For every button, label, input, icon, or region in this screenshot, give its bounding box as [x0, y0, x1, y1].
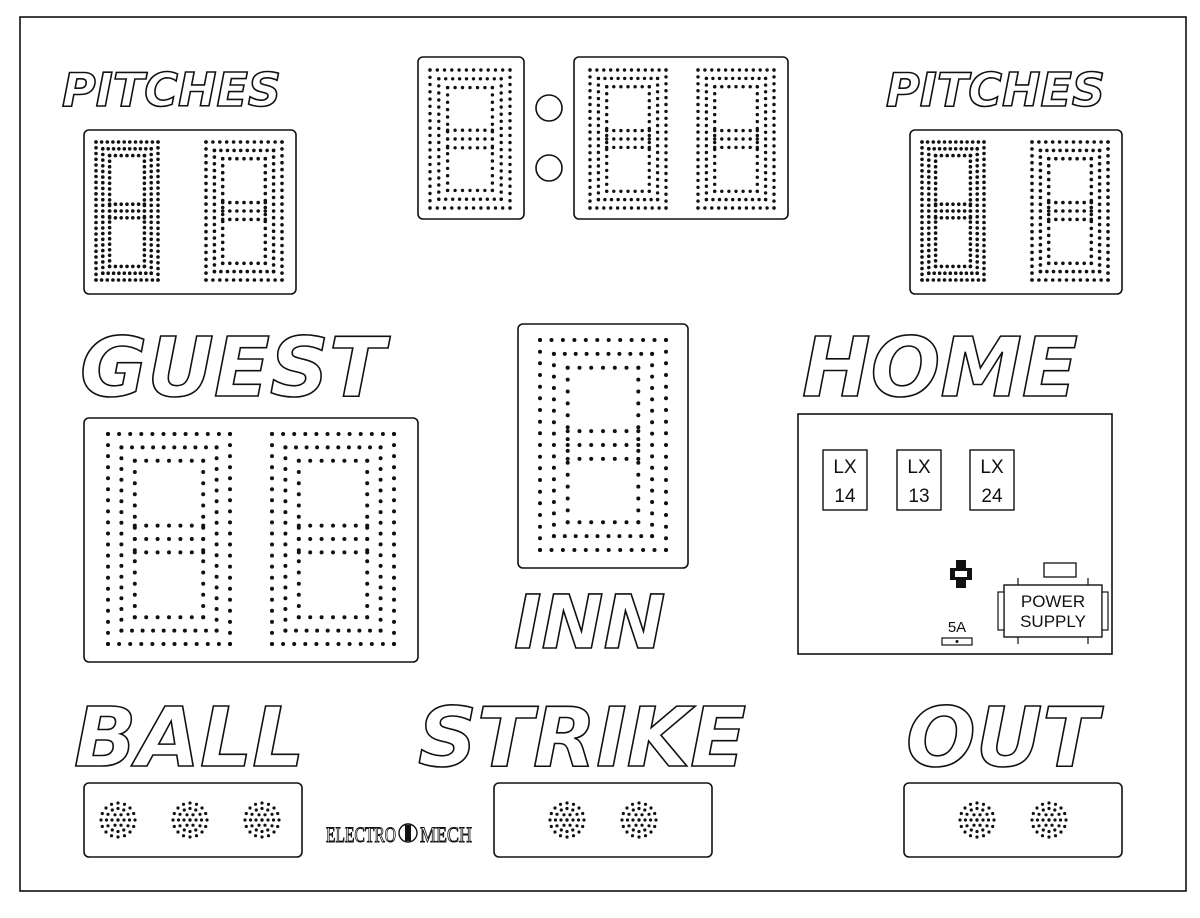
out-indicator-panel [903, 782, 1123, 858]
brand-left-text: ELECTRO [326, 822, 396, 847]
guest-score-digit-2 [270, 432, 396, 646]
pitches-right-label: PITCHES [886, 63, 1105, 117]
lx-module-13-line1: LX [907, 457, 931, 478]
lx-module-14-line2: 14 [834, 486, 856, 507]
strike-indicator-panel [493, 782, 713, 858]
brand-right-text: MECH [420, 822, 472, 847]
guest-score-digit-1 [106, 432, 232, 646]
out-light-1 [958, 801, 996, 839]
guest-label: GUEST [80, 321, 391, 416]
lx-module-13: LX 13 [896, 449, 942, 511]
ball-label: BALL [74, 691, 304, 786]
guest-score-display [83, 417, 419, 663]
fuse-holder-icon [950, 560, 972, 588]
clock-seconds-display [573, 56, 789, 220]
lx-module-14: LX 14 [822, 449, 868, 511]
ball-light-2 [171, 801, 209, 839]
scoreboard-border [19, 16, 1187, 892]
power-supply-icon [997, 562, 1109, 644]
lx-module-24: LX 24 [969, 449, 1015, 511]
strike-light-2 [620, 801, 658, 839]
out-label: OUT [906, 691, 1104, 786]
lx-module-14-line1: LX [833, 457, 857, 478]
inning-digit [538, 338, 668, 552]
pitches-left-label: PITCHES [62, 63, 281, 117]
out-light-2 [1030, 801, 1068, 839]
pitches-left-display [83, 129, 297, 295]
clock-colon-bottom [535, 154, 563, 182]
clock-colon-top [535, 94, 563, 122]
clock-minutes-digit [428, 68, 512, 210]
ball-light-1 [99, 801, 137, 839]
lx-module-24-line2: 24 [981, 486, 1003, 507]
power-supply-label-line1: POWER [1021, 592, 1085, 611]
fuse-base-pin [955, 640, 959, 643]
pitches-right-display [909, 129, 1123, 295]
ball-light-3 [243, 801, 281, 839]
fuse-rating-label: 5A [948, 619, 966, 636]
strike-light-1 [548, 801, 586, 839]
lx-module-24-line1: LX [980, 457, 1004, 478]
led-dot-layer [94, 68, 1110, 839]
clock-seconds-digit-2 [696, 68, 776, 210]
home-label: HOME [802, 321, 1078, 416]
pitches-right-digit-1 [920, 140, 986, 282]
electro-mech-logo: ELECTRO MECH [326, 822, 473, 848]
pitches-right-digit-2 [1030, 140, 1110, 282]
clock-seconds-digit-1 [588, 68, 668, 210]
pitches-left-digit-2 [204, 140, 284, 282]
strike-label: STRIKE [418, 691, 746, 786]
ball-indicator-panel [83, 782, 303, 858]
power-supply-label-line2: SUPPLY [1020, 612, 1086, 631]
lx-module-13-line2: 13 [908, 486, 929, 507]
pitches-left-digit-1 [94, 140, 160, 282]
inning-label: INN [514, 580, 665, 666]
